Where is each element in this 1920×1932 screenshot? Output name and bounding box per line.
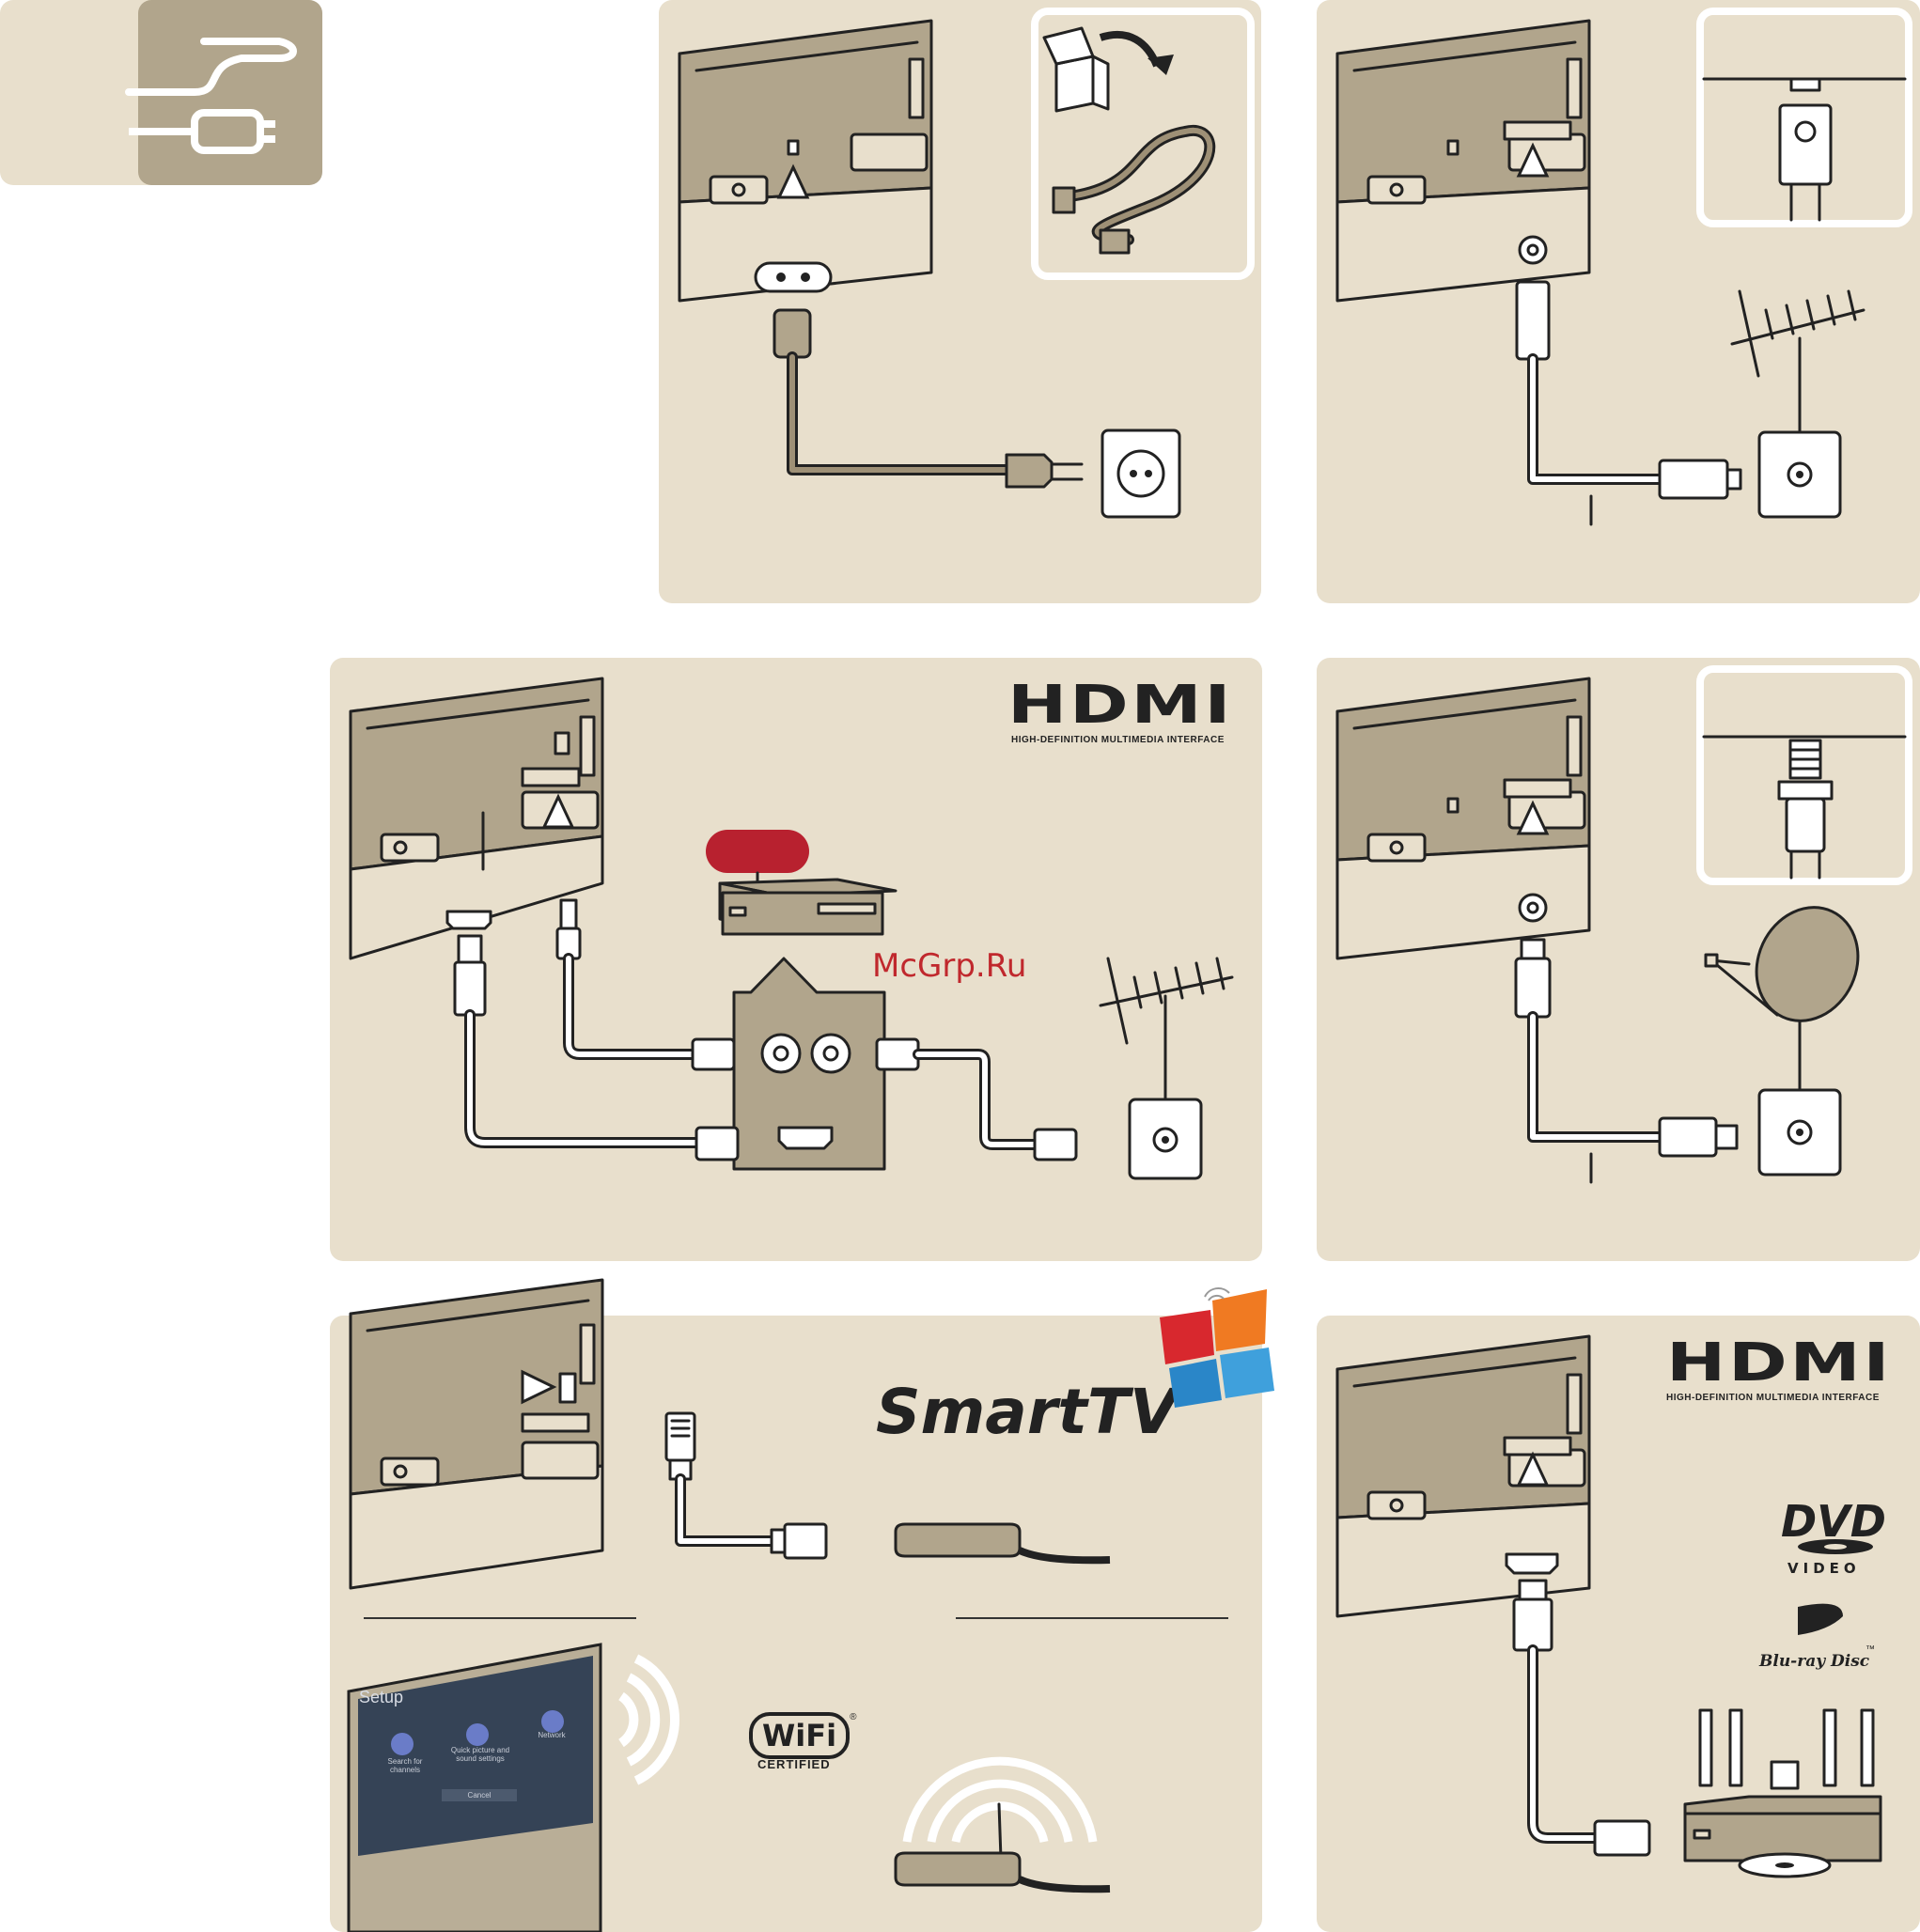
screen-cancel-button: Cancel — [442, 1789, 517, 1801]
hdmi-devices-diagram — [1317, 1316, 1920, 1932]
tv-back — [679, 21, 931, 301]
network-diagram — [330, 1316, 1262, 1932]
tv-back — [351, 1280, 602, 1588]
tv-back — [1337, 678, 1589, 958]
router-icon — [896, 1761, 1110, 1889]
power-socket-icon — [1102, 430, 1179, 517]
home-theater-icon — [1685, 1710, 1881, 1877]
set-top-box-icon — [720, 880, 896, 934]
tv-back — [1337, 21, 1589, 301]
screen-icons — [383, 1701, 571, 1776]
router-icon — [896, 1524, 1110, 1560]
hdmi-settopbox-diagram — [330, 658, 1262, 1261]
antenna-diagram — [1317, 0, 1920, 603]
antenna-icon — [1732, 291, 1864, 432]
tv-back — [1337, 1336, 1589, 1616]
power-diagram — [659, 0, 1261, 603]
satellite-dish-icon — [1706, 891, 1876, 1090]
satellite-diagram — [1317, 658, 1920, 1261]
antenna-icon — [1100, 958, 1232, 1099]
section-tab — [138, 0, 322, 185]
cable-connection-icon — [138, 0, 322, 185]
wifi-waves-icon — [621, 1659, 675, 1781]
